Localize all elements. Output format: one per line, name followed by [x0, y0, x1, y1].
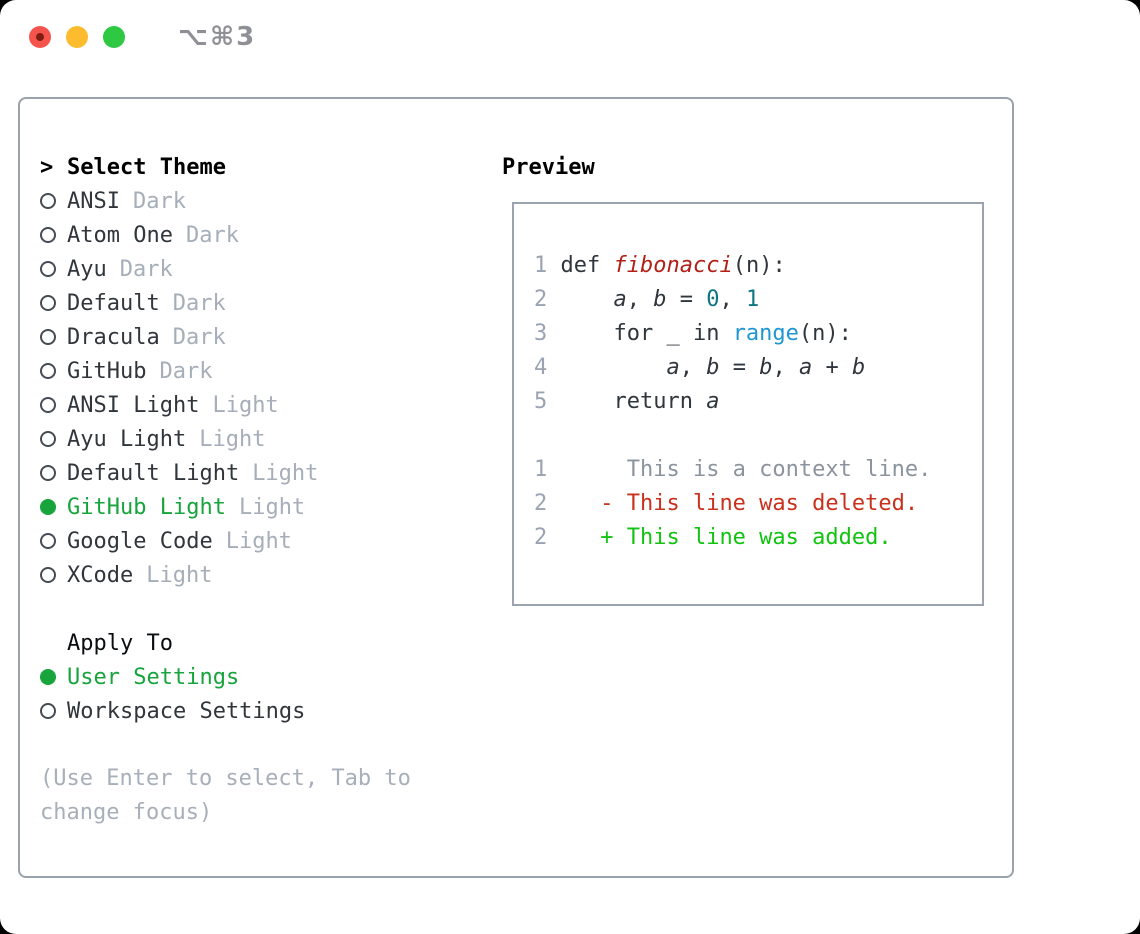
apply-option-user-settings[interactable]: User Settings: [40, 660, 411, 694]
title-bar: ⌥⌘3: [0, 0, 1140, 74]
radio-unselected-icon: [40, 703, 67, 719]
radio-unselected-icon: [40, 295, 67, 311]
theme-item-xcode[interactable]: XCode Light: [40, 558, 411, 592]
item-variant-tag: Light: [199, 426, 266, 452]
help-text: (Use Enter to select, Tab to change focus…: [40, 762, 411, 830]
radio-unselected-icon: [40, 227, 67, 243]
close-button[interactable]: [29, 26, 51, 48]
item-label: XCode: [67, 562, 134, 588]
preview-code-line: 3 for _ in range(n):: [534, 320, 852, 346]
item-variant-tag: Dark: [119, 256, 173, 282]
radio-unselected-icon: [40, 363, 67, 379]
item-variant-tag: Dark: [159, 358, 213, 384]
apply-to-title: Apply To: [67, 630, 173, 656]
radio-unselected-icon: [40, 431, 67, 447]
theme-item-github-light[interactable]: GitHub Light Light: [40, 490, 411, 524]
radio-selected-icon: [40, 499, 67, 515]
theme-item-ayu-light[interactable]: Ayu Light Light: [40, 422, 411, 456]
theme-item-dracula[interactable]: Dracula Dark: [40, 320, 411, 354]
radio-unselected-icon: [40, 193, 67, 209]
help-text-line: (Use Enter to select, Tab to: [40, 766, 411, 791]
preview-code-line: 1 This is a context line.: [534, 456, 932, 482]
item-label: Default: [67, 290, 160, 316]
preview-code-line: 2 - This line was deleted.: [534, 490, 919, 516]
radio-unselected-icon: [40, 465, 67, 481]
item-label: Workspace Settings: [67, 698, 306, 724]
radio-selected-icon: [40, 669, 67, 685]
item-label: ANSI Light: [67, 392, 200, 418]
item-variant-tag: Dark: [172, 290, 226, 316]
item-label: Google Code: [67, 528, 213, 554]
spacer-row: [40, 592, 411, 626]
preview-code-line: 1 def fibonacci(n):: [534, 252, 786, 278]
preview-title: Preview: [502, 154, 595, 180]
item-variant-tag: Light: [146, 562, 213, 588]
radio-unselected-icon: [40, 567, 67, 583]
item-label: Ayu: [67, 256, 107, 282]
apply-option-workspace-settings[interactable]: Workspace Settings: [40, 694, 411, 728]
preview-code-line: [534, 418, 982, 452]
minimize-button[interactable]: [66, 26, 88, 48]
radio-unselected-icon: [40, 329, 67, 345]
theme-item-atom-one[interactable]: Atom One Dark: [40, 218, 411, 252]
item-label: Ayu Light: [67, 426, 187, 452]
preview-code-line: 5 return a: [534, 388, 720, 414]
item-label: GitHub Light: [67, 494, 226, 520]
item-variant-tag: Light: [238, 494, 306, 520]
help-text-line: change focus): [40, 800, 213, 825]
preview-code-box: 1 def fibonacci(n): 2 a, b = 0, 1 3 for _ …: [512, 202, 984, 606]
item-variant-tag: Dark: [132, 188, 186, 214]
item-label: ANSI: [67, 188, 120, 214]
theme-item-google-code[interactable]: Google Code Light: [40, 524, 411, 558]
item-label: Atom One: [67, 222, 173, 248]
item-label: Dracula: [67, 324, 160, 350]
traffic-lights: [29, 26, 140, 48]
theme-item-default-light[interactable]: Default Light Light: [40, 456, 411, 490]
item-variant-tag: Dark: [185, 222, 239, 248]
select-theme-header: > Select Theme: [40, 150, 411, 184]
zoom-button[interactable]: [103, 26, 125, 48]
close-button-dot-icon: [36, 33, 44, 41]
radio-unselected-icon: [40, 533, 67, 549]
preview-code-line: 2 a, b = 0, 1: [534, 286, 760, 312]
item-label: User Settings: [67, 664, 240, 690]
theme-item-github[interactable]: GitHub Dark: [40, 354, 411, 388]
item-label: GitHub: [67, 358, 147, 384]
item-variant-tag: Light: [252, 460, 319, 486]
radio-unselected-icon: [40, 261, 67, 277]
preview-code-line: 2 + This line was added.: [534, 524, 892, 550]
radio-unselected-icon: [40, 397, 67, 413]
theme-item-ansi-light[interactable]: ANSI Light Light: [40, 388, 411, 422]
theme-item-default[interactable]: Default Dark: [40, 286, 411, 320]
theme-item-ayu[interactable]: Ayu Dark: [40, 252, 411, 286]
item-label: Default Light: [67, 460, 240, 486]
apply-to-header: Apply To: [40, 626, 411, 660]
item-variant-tag: Light: [212, 392, 279, 418]
item-variant-tag: Light: [225, 528, 292, 554]
select-theme-title: Select Theme: [67, 154, 226, 180]
window-title: ⌥⌘3: [178, 22, 257, 52]
item-variant-tag: Dark: [172, 324, 226, 350]
prompt-chevron-icon: >: [40, 154, 54, 180]
preview-code-line: 4 a, b = b, a + b: [534, 354, 866, 380]
theme-item-ansi[interactable]: ANSI Dark: [40, 184, 411, 218]
